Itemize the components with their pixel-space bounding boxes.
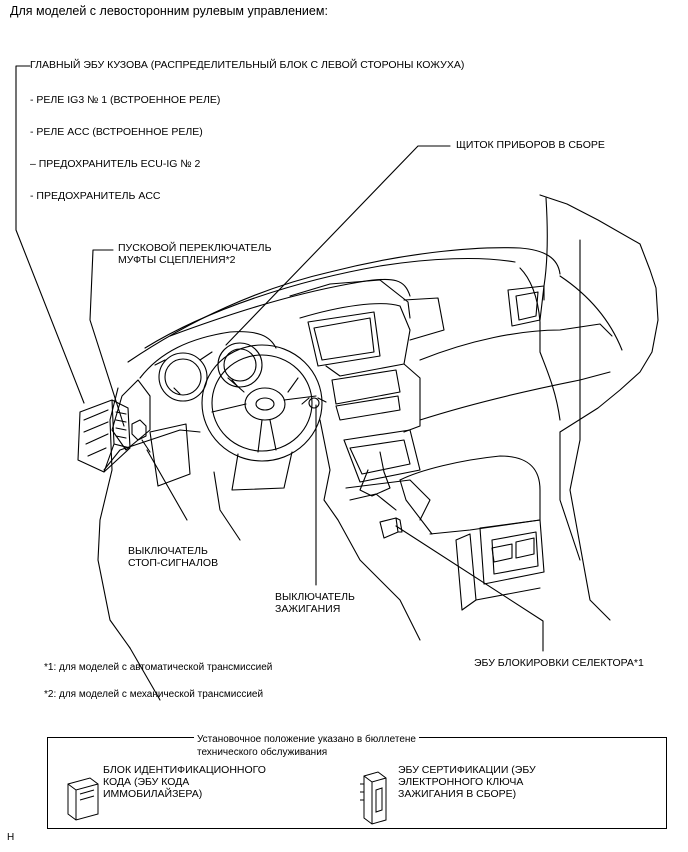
rear-console [479,519,545,585]
legend-item-label: ЭБУ СЕРТИФИКАЦИИ (ЭБУ ЭЛЕКТРОННОГО КЛЮЧА… [398,764,536,801]
leader-main-ecu [15,65,85,404]
main-ecu-item: - РЕЛЕ IG3 № 1 (ВСТРОЕННОЕ РЕЛЕ) [30,94,221,106]
left-dash-edge [97,387,131,649]
door-trim [539,194,659,433]
steering-wheel [201,344,323,462]
ignition-switch-part [308,397,320,409]
shift-gate [349,439,411,475]
shift-lock-ecu-part [379,517,399,539]
leader-shift-lock-ecu [395,525,544,652]
main-ecu-item: - ПРЕДОХРАНИТЕЛЬ ACC [30,190,161,202]
tachometer [158,352,208,402]
legend-caption: Установочное положение указано в бюллете… [194,734,419,759]
leader-clutch-switch [89,249,125,427]
center-console-left [319,419,421,641]
legend-item-label: БЛОК ИДЕНТИФИКАЦИОННОГО КОДА (ЭБУ КОДА И… [103,764,266,801]
dash-top-edge [127,247,561,363]
speedometer [217,342,263,388]
clutch-start-switch-label: ПУСКОВОЙ ПЕРЕКЛЮЧАТЕЛЬ МУФТЫ СЦЕПЛЕНИЯ*2 [118,242,272,267]
ignition-switch-label: ВЫКЛЮЧАТЕЛЬ ЗАЖИГАНИЯ [275,591,355,616]
figure-code: H [7,832,15,843]
center-display [307,311,381,367]
main-ecu-item: - РЕЛЕ ACC (ВСТРОЕННОЕ РЕЛЕ) [30,126,203,138]
main-ecu-item: – ПРЕДОХРАНИТЕЛЬ ECU-IG № 2 [30,158,201,170]
stop-lamp-switch-label: ВЫКЛЮЧАТЕЛЬ СТОП-СИГНАЛОВ [128,545,219,570]
leader-combination-meter [225,145,451,346]
leader-stop-lamp-switch [146,449,188,521]
immobiliser-ecu-icon [67,777,99,821]
cluster-hood [139,331,277,379]
combination-meter-label: ЩИТОК ПРИБОРОВ В СБОРЕ [456,139,605,151]
certification-ecu-icon [360,771,387,825]
shift-lock-ecu-label: ЭБУ БЛОКИРОВКИ СЕЛЕКТОРА*1 [474,657,644,669]
steering-logo [255,397,275,411]
footnote-1: *1: для моделей с автоматической трансми… [44,662,273,673]
lower-panel-left [149,423,191,487]
side-vent [507,285,545,327]
main-body-ecu-label: ГЛАВНЫЙ ЭБУ КУЗОВА (РАСПРЕДЕЛИТЕЛЬНЫЙ БЛ… [30,59,465,71]
page-title: Для моделей с левосторонним рулевым упра… [10,4,328,18]
center-armrest [399,455,541,535]
footnote-2: *2: для моделей с механической трансмисс… [44,689,264,700]
